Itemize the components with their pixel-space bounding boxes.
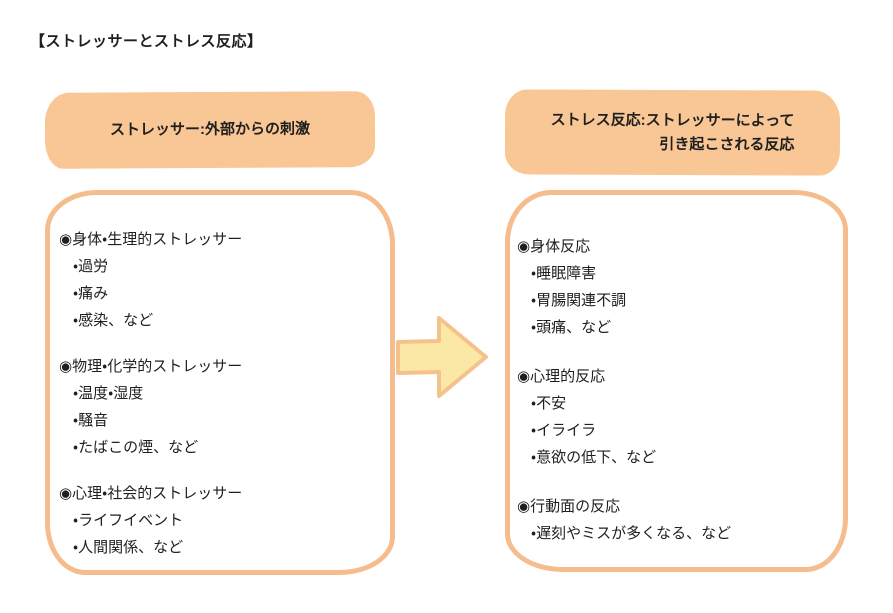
section-heading: ◉心理・社会的ストレッサー bbox=[59, 485, 243, 502]
section-item: ・ライフイベント bbox=[73, 512, 184, 529]
section-heading: ◉身体・生理的ストレッサー bbox=[59, 231, 243, 248]
section-item: ・胃腸関連不調 bbox=[531, 292, 627, 309]
stressor-header-box: ストレッサー:外部からの刺激 bbox=[44, 91, 376, 169]
section-item: ・人間関係、など bbox=[73, 539, 184, 556]
section-item: ・不安 bbox=[531, 395, 567, 412]
section-heading: ◉物理・化学的ストレッサー bbox=[59, 358, 243, 375]
section-item: ・睡眠障害 bbox=[531, 265, 597, 282]
section-item: ・感染、など bbox=[73, 312, 154, 329]
stressor-header-label: ストレッサー:外部からの刺激 bbox=[109, 120, 311, 139]
stress-response-list-box: ◉身体反応・睡眠障害・胃腸関連不調・頭痛、など ◉心理的反応・不安・イライラ・意欲… bbox=[505, 190, 848, 572]
page-title: 【ストレッサーとストレス反応】 bbox=[30, 33, 263, 50]
section-heading: ◉心理的反応 bbox=[517, 368, 606, 385]
list-section: ◉心理的反応・不安・イライラ・意欲の低下、など bbox=[517, 363, 835, 471]
stress-response-header-line2: 引き起こされる反応 bbox=[659, 135, 795, 153]
section-item: ・過労 bbox=[73, 258, 109, 275]
list-section: ◉身体・生理的ストレッサー・過労・痛み・感染、など bbox=[59, 226, 382, 334]
section-heading: ◉行動面の反応 bbox=[517, 498, 621, 515]
section-heading: ◉身体反応 bbox=[517, 238, 591, 255]
right-block-arrow-icon bbox=[394, 311, 490, 403]
section-item: ・意欲の低下、など bbox=[531, 449, 657, 466]
section-item: ・温度・湿度 bbox=[73, 385, 144, 402]
list-section: ◉心理・社会的ストレッサー・ライフイベント・人間関係、など bbox=[59, 480, 382, 561]
section-item: ・遅刻やミスが多くなる、など bbox=[531, 525, 732, 542]
stress-response-header-box: ストレス反応:ストレッサーによって 引き起こされる反応 bbox=[504, 89, 841, 176]
list-section: ◉物理・化学的ストレッサー・温度・湿度・騒音・たばこの煙、など bbox=[59, 353, 382, 461]
section-item: ・痛み bbox=[73, 285, 109, 302]
section-item: ・イライラ bbox=[531, 422, 597, 439]
section-item: ・頭痛、など bbox=[531, 319, 612, 336]
stress-response-header-label: ストレス反応:ストレッサーによって 引き起こされる反応 bbox=[551, 108, 795, 157]
right-block-arrow-shape bbox=[396, 316, 488, 398]
stress-response-header-line1: ストレス反応:ストレッサーによって bbox=[550, 111, 795, 129]
section-item: ・たばこの煙、など bbox=[73, 439, 199, 456]
section-item: ・騒音 bbox=[73, 412, 109, 429]
stressor-list-box: ◉身体・生理的ストレッサー・過労・痛み・感染、など ◉物理・化学的ストレッサー・温… bbox=[45, 190, 395, 575]
list-section: ◉行動面の反応・遅刻やミスが多くなる、など bbox=[517, 493, 835, 547]
list-section: ◉身体反応・睡眠障害・胃腸関連不調・頭痛、など bbox=[517, 233, 835, 341]
